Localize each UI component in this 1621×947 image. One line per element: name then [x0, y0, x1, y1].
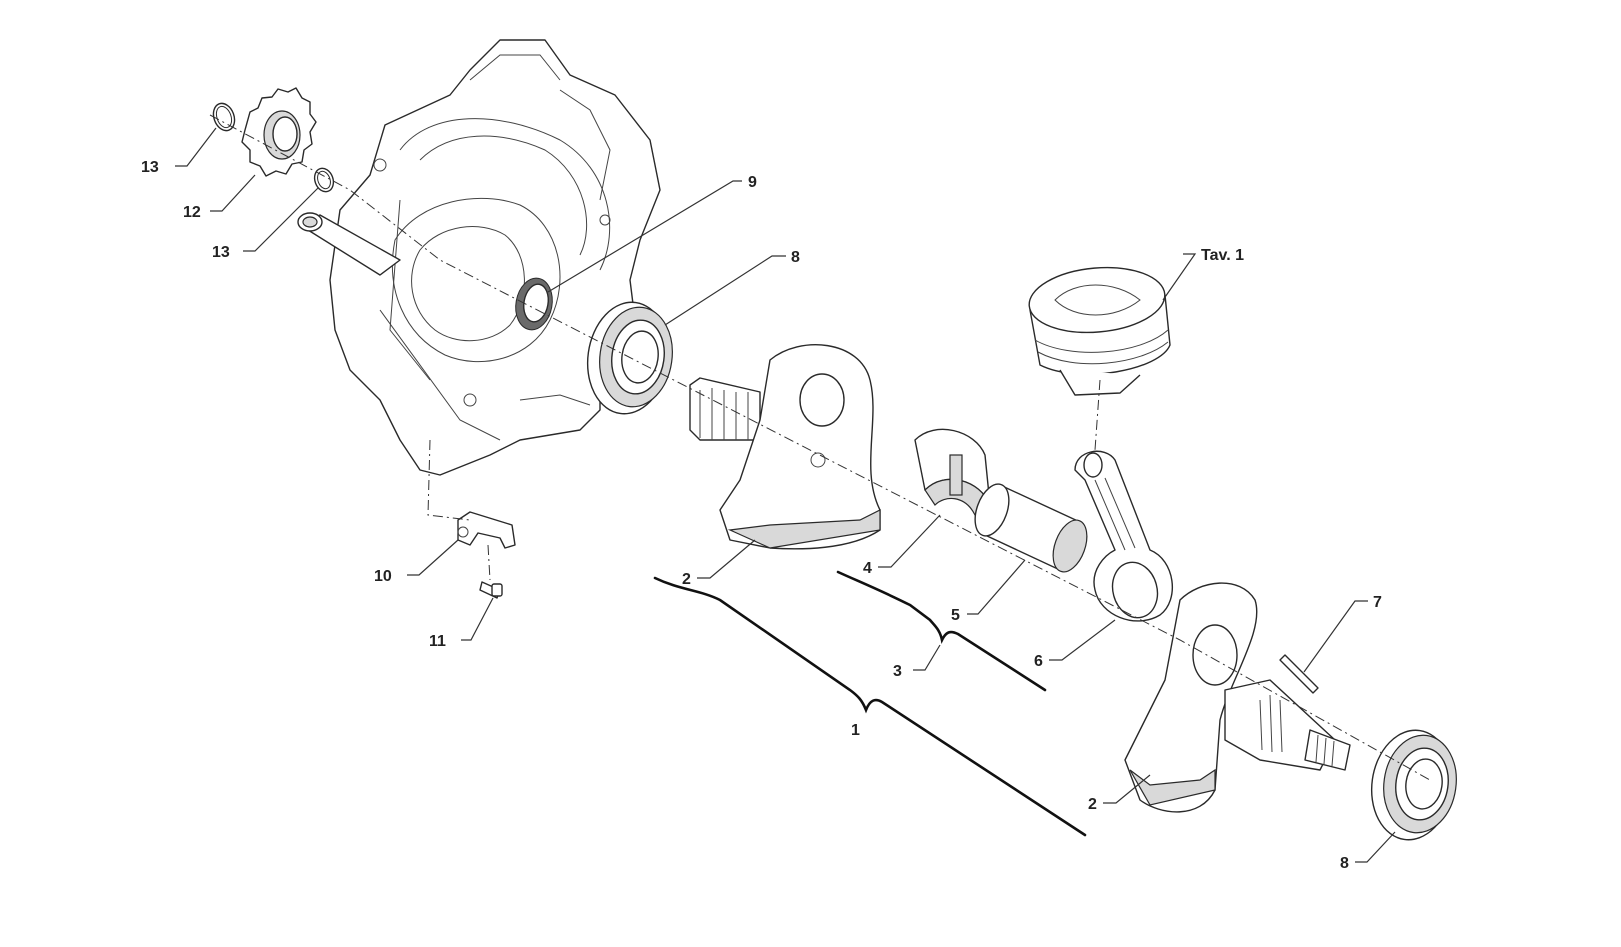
- callout-6: 6: [1034, 653, 1043, 670]
- gear: [241, 87, 317, 177]
- crank-half-right: [1124, 582, 1351, 813]
- callout-3: 3: [893, 663, 902, 680]
- piston: [1028, 266, 1171, 396]
- main-bearing-left: [586, 301, 673, 415]
- callout-12: 12: [183, 204, 201, 221]
- circlip-inner: [313, 167, 335, 193]
- sensor-bracket: [457, 511, 516, 549]
- main-bearing-right: [1370, 729, 1457, 841]
- leader-lines: [175, 127, 1396, 863]
- callout-4: 4: [863, 560, 872, 577]
- woodruff-key: [1279, 654, 1319, 694]
- callout-9: 9: [748, 174, 757, 191]
- crank-half-left: [689, 344, 881, 550]
- assembly-axes: [209, 114, 1431, 781]
- callout-13-upper: 13: [141, 159, 159, 176]
- callout-13-lower: 13: [212, 244, 230, 261]
- callout-2-upper: 2: [682, 571, 691, 588]
- connecting-rod: [1074, 450, 1174, 622]
- bracket-screw: [479, 581, 503, 599]
- brace-assembly-1: [653, 576, 1087, 837]
- callout-5: 5: [951, 607, 960, 624]
- crank-pin: [974, 483, 1088, 573]
- callout-11: 11: [429, 633, 446, 650]
- callout-8-upper: 8: [791, 249, 800, 266]
- crankcase-half: [297, 39, 661, 476]
- callout-8-lower: 8: [1340, 855, 1349, 872]
- callout-10: 10: [374, 568, 392, 585]
- brace-assembly-3: [836, 570, 1047, 692]
- callout-2-lower: 2: [1088, 796, 1097, 813]
- callout-tav-1: Tav. 1: [1201, 247, 1244, 264]
- callout-labels: 13 12 13 9 8 Tav. 1 10 11 2 4 5 3 6 1 7 …: [141, 159, 1382, 872]
- callout-1: 1: [851, 722, 860, 739]
- callout-7: 7: [1373, 594, 1382, 611]
- oil-seal: [515, 277, 553, 331]
